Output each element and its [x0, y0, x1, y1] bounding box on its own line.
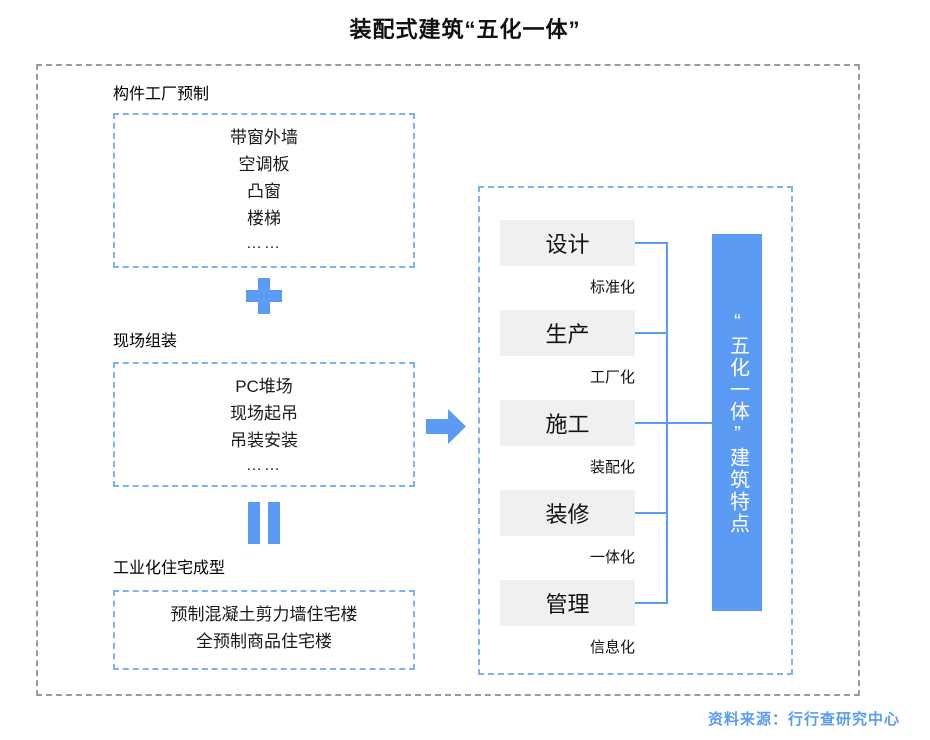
process-label-integration: 一体化: [589, 549, 635, 566]
stage-item: 吊装安装: [230, 431, 298, 450]
process-label-informatization: 信息化: [589, 639, 635, 656]
connector-decoration: [635, 512, 668, 514]
stage-item: 带窗外墙: [230, 128, 298, 147]
process-label-factorization: 工厂化: [589, 369, 635, 386]
connector-production: [635, 332, 668, 334]
stage-item: PC堆场: [235, 377, 293, 396]
highlight-box: “五化一体”建筑特点: [712, 234, 762, 611]
process-box-management[interactable]: 管理: [500, 580, 635, 626]
equals-operator-icon: [248, 502, 280, 544]
right-arrow-icon: [424, 405, 468, 449]
process-box-design[interactable]: 设计: [500, 220, 635, 266]
connector-to-highlight: [666, 422, 714, 424]
stage-heading-3: 工业化住宅成型: [113, 560, 226, 577]
source-note: 资料来源：行行查研究中心: [707, 711, 900, 728]
right-panel: 设计 生产 施工 装修 管理 标准化 工厂化 装配化 一体化 信息化 “五化一体…: [478, 186, 793, 675]
stage-box-2: PC堆场 现场起吊 吊装安装 ……: [113, 362, 415, 487]
stage-item: 预制混凝土剪力墙住宅楼: [170, 605, 358, 624]
plus-operator-icon: [246, 278, 282, 314]
process-label-assembly: 装配化: [589, 459, 635, 476]
stage-heading-2: 现场组装: [113, 333, 178, 350]
connector-design: [635, 242, 668, 244]
stage-item: 楼梯: [247, 209, 281, 228]
stage-item: 现场起吊: [230, 404, 298, 423]
stage-item: 凸窗: [247, 182, 281, 201]
stage-item: 全预制商品住宅楼: [196, 632, 332, 651]
process-box-decoration[interactable]: 装修: [500, 490, 635, 536]
stage-ellipsis: ……: [246, 235, 282, 252]
stage-item: 空调板: [238, 155, 290, 174]
page-title: 装配式建筑“五化一体”: [349, 17, 581, 42]
process-label-standardization: 标准化: [589, 279, 635, 296]
process-box-production[interactable]: 生产: [500, 310, 635, 356]
plus-bar-vertical: [258, 278, 270, 314]
equals-bar-top: [248, 502, 260, 544]
stage-box-3: 预制混凝土剪力墙住宅楼 全预制商品住宅楼: [113, 590, 415, 670]
outer-frame: [36, 64, 860, 696]
stage-ellipsis: ……: [246, 457, 282, 474]
stage-heading-1: 构件工厂预制: [113, 86, 210, 103]
stage-box-1: 带窗外墙 空调板 凸窗 楼梯 ……: [113, 113, 415, 268]
connector-construction: [635, 422, 668, 424]
equals-bar-bottom: [268, 502, 280, 544]
connector-management: [635, 602, 668, 604]
process-box-construction[interactable]: 施工: [500, 400, 635, 446]
